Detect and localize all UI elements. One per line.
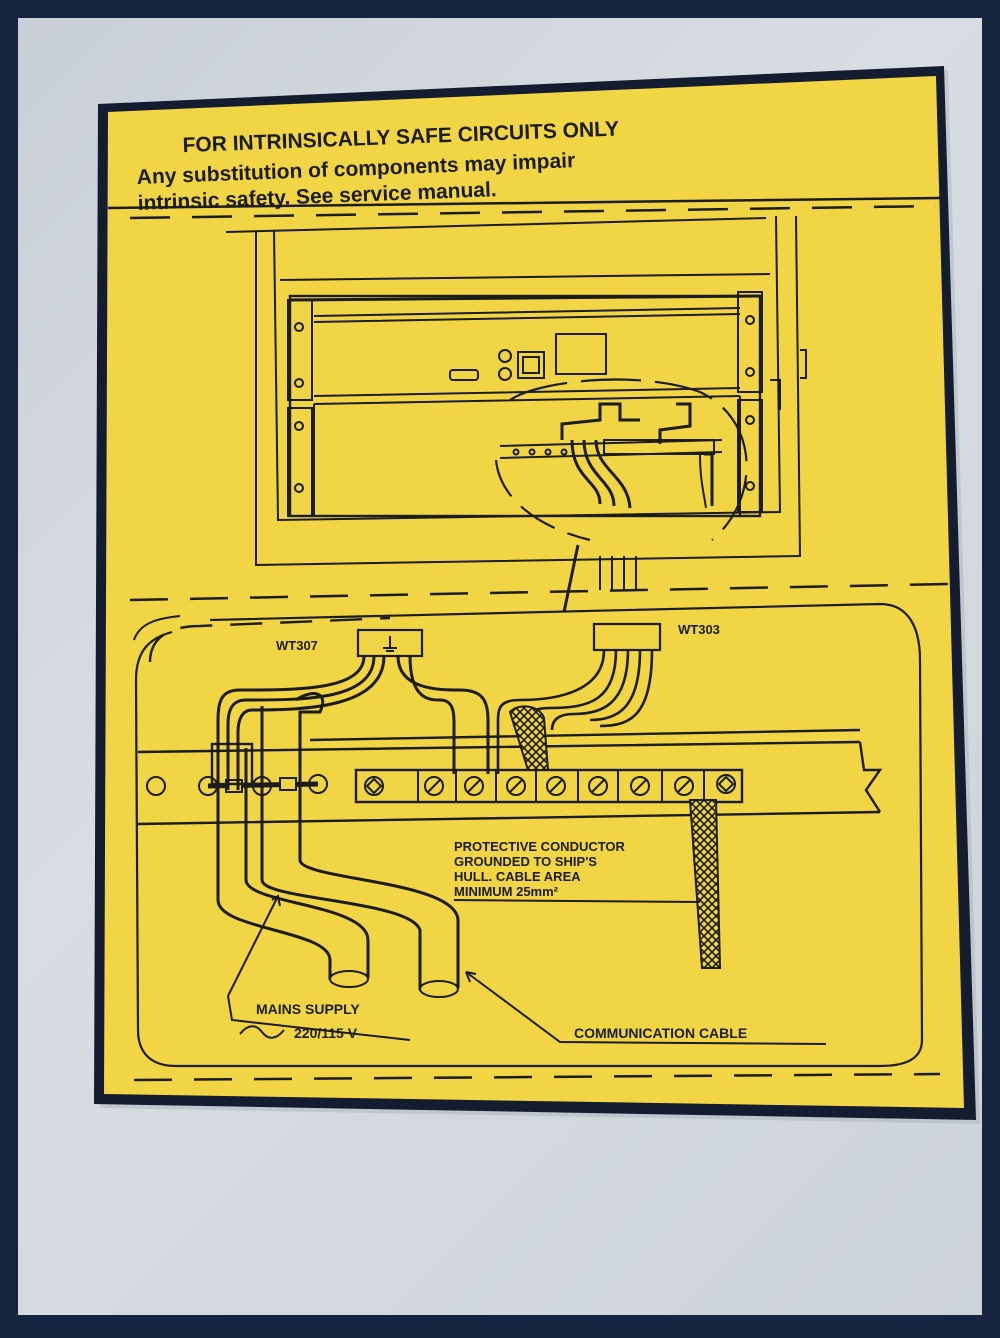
label-face xyxy=(104,76,964,1108)
terminal-detail-drawing xyxy=(129,582,951,1082)
braid-earth-conductor xyxy=(688,799,722,969)
header-divider xyxy=(107,196,941,210)
protective-line3: HULL. CABLE AREA xyxy=(454,869,581,884)
callout-leaders xyxy=(227,894,827,1045)
mains-supply-title: MAINS SUPPLY xyxy=(256,1001,360,1017)
communication-cable-label: COMMUNICATION CABLE xyxy=(574,1025,747,1041)
ac-symbol-icon xyxy=(239,1025,285,1039)
braid-upper xyxy=(508,705,550,771)
protective-line2: GROUNDED TO SHIP'S xyxy=(454,854,597,869)
label-wt307: WT307 xyxy=(276,638,318,653)
mains-supply-voltage: 220/115 V xyxy=(294,1025,358,1041)
label-wt303: WT303 xyxy=(678,622,720,637)
protective-line4: MINIMUM 25mm² xyxy=(454,884,559,899)
cabinet-drawing xyxy=(129,204,937,613)
protective-line1: PROTECTIVE CONDUCTOR xyxy=(454,839,626,854)
